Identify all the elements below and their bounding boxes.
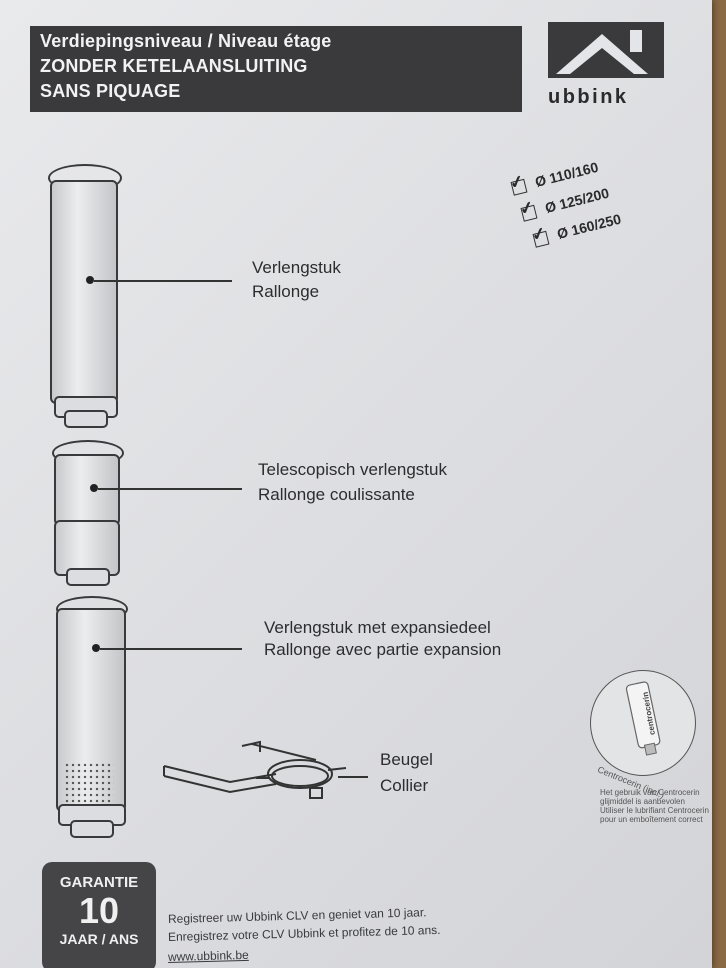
ubbink-roof-logo-icon	[548, 22, 664, 78]
guarantee-badge: GARANTIE 10 JAAR / ANS	[42, 862, 156, 968]
centrocerin-note-line: Het gebruik van Centrocerin	[600, 788, 700, 797]
centrocerin-note-line: pour un emboîtement correct	[600, 815, 703, 824]
diameter-label: Ø 125/200	[543, 184, 611, 216]
header-title-line2: ZONDER KETELAANSLUITING	[40, 56, 308, 76]
wall-bracket-illustration	[163, 740, 347, 799]
component-label-fr: Collier	[380, 776, 429, 795]
leader-line	[98, 488, 242, 490]
brand-name: ubbink	[548, 86, 629, 108]
guarantee-number: 10	[78, 890, 120, 931]
pointer-dot	[92, 644, 100, 652]
footer-line-fr: Enregistrez votre CLV Ubbink et profitez…	[167, 922, 441, 944]
component-label-fr: Rallonge avec partie expansion	[264, 640, 502, 659]
component-label-nl: Telescopisch verlengstuk	[258, 460, 447, 479]
diameter-label: Ø 110/160	[533, 158, 600, 190]
pointer-dot	[90, 484, 98, 492]
expansion-perforation	[64, 762, 114, 808]
leader-line	[100, 648, 242, 650]
lubricant-tube-icon	[625, 681, 661, 756]
centrocerin-circle: centrocerin	[590, 670, 696, 776]
leader-line	[338, 776, 368, 778]
component-label-fr: Rallonge	[252, 282, 320, 301]
centrocerin-note-line: glijmiddel is aanbevolen	[600, 797, 685, 806]
header-title-line3: SANS PIQUAGE	[40, 81, 181, 101]
footer-line-nl: Registreer uw Ubbink CLV en geniet van 1…	[167, 905, 427, 926]
component-label-nl: Verlengstuk met expansiedeel	[264, 618, 491, 637]
centrocerin-note-line: Utiliser le lubrifiant Centrocerin	[600, 806, 709, 815]
header-title-line1: Verdiepingsniveau / Niveau étage	[40, 31, 332, 51]
checkbox-checked-icon: ✓	[518, 198, 538, 223]
guarantee-unit: JAAR / ANS	[59, 931, 139, 947]
component-label-nl: Beugel	[380, 750, 433, 769]
checkbox-checked-icon: ✓	[508, 172, 528, 197]
component-label-fr: Rallonge coulissante	[258, 485, 415, 504]
header-band	[30, 26, 522, 112]
leader-line	[94, 280, 232, 282]
guarantee-title: GARANTIE	[59, 874, 139, 891]
footer-url-link[interactable]: www.ubbink.be	[167, 947, 249, 964]
component-label-nl: Verlengstuk	[252, 258, 341, 277]
checkbox-checked-icon: ✓	[530, 224, 550, 249]
diameter-label: Ø 160/250	[555, 210, 623, 242]
pointer-dot	[86, 276, 94, 284]
